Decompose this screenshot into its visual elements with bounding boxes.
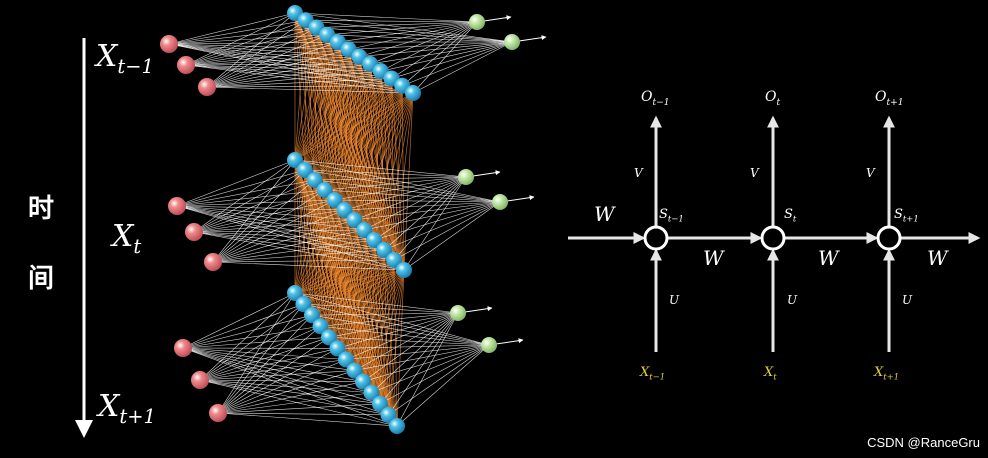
output-label-t: Ot: [765, 89, 781, 108]
weight-w-label-2: W: [703, 246, 724, 270]
layer-label-x-t: Xt: [112, 219, 142, 258]
hidden-node: [338, 351, 354, 368]
output-node: [481, 337, 497, 353]
time-axis-arrowhead: [75, 420, 93, 438]
time-label-char-1: 时: [28, 194, 55, 224]
output-node: [458, 169, 474, 185]
input-label-t-minus-1: Xt−1: [640, 365, 666, 382]
output-arrow: [483, 15, 512, 22]
input-node: [209, 404, 227, 422]
output-arrow: [472, 170, 501, 177]
output-label-t-plus-1: Ot+1: [875, 89, 904, 108]
weight-v-label-1: V: [634, 166, 643, 180]
hidden-node: [329, 340, 346, 357]
hidden-node: [405, 85, 421, 101]
input-label-t: Xt: [764, 365, 777, 382]
output-node: [469, 14, 485, 30]
output-node: [450, 305, 466, 321]
state-node-2: [760, 225, 786, 251]
input-label-t-plus-1: Xt+1: [874, 365, 900, 382]
input-node: [177, 56, 195, 74]
input-node: [174, 339, 192, 357]
input-node: [204, 253, 222, 271]
state-node-1: [643, 225, 669, 251]
hidden-node: [312, 318, 329, 335]
hidden-node: [366, 232, 383, 248]
weight-u-label-1: U: [669, 293, 680, 307]
feedforward-connections: [168, 12, 547, 427]
hidden-node: [306, 172, 323, 188]
weight-v-label-3: V: [866, 166, 875, 180]
input-node: [168, 197, 186, 215]
input-node: [185, 223, 203, 241]
hidden-node: [389, 418, 405, 434]
input-node: [160, 35, 178, 53]
layer-label-x-t-plus-1: Xt+1: [98, 389, 156, 428]
hidden-node: [380, 406, 397, 423]
weight-u-label-2: U: [787, 293, 798, 307]
watermark: CSDN @RanceGru: [867, 435, 980, 450]
output-node: [492, 194, 508, 210]
hidden-node: [396, 262, 412, 278]
weight-w-label-4: W: [927, 246, 948, 270]
output-node: [504, 34, 520, 50]
hidden-node: [304, 307, 320, 324]
hidden-node: [376, 242, 393, 258]
network-nodes: [160, 5, 520, 434]
output-label-t-minus-1: Ot−1: [641, 89, 670, 108]
hidden-node: [386, 252, 403, 268]
hidden-node: [346, 212, 363, 228]
hidden-node: [346, 362, 363, 379]
output-arrow: [495, 338, 524, 345]
hidden-node: [321, 329, 337, 346]
hidden-node: [372, 395, 388, 412]
hidden-node: [336, 202, 353, 218]
hidden-node: [287, 285, 303, 301]
output-arrow: [518, 35, 547, 42]
state-label-t: St: [784, 207, 797, 224]
state-label-t-plus-1: St+1: [894, 207, 919, 224]
output-arrow: [506, 195, 535, 202]
input-node: [191, 371, 209, 389]
hidden-node: [326, 192, 343, 208]
hidden-node: [316, 182, 333, 198]
weight-v-label-2: V: [750, 166, 759, 180]
state-label-t-minus-1: St−1: [659, 207, 684, 224]
hidden-node: [363, 384, 380, 401]
hidden-node: [295, 296, 312, 313]
weight-w-label-3: W: [818, 246, 839, 270]
output-arrow: [464, 306, 493, 313]
input-node: [198, 78, 216, 96]
hidden-node: [356, 222, 373, 238]
layer-label-x-t-minus-1: Xt−1: [96, 39, 154, 78]
state-node-3: [876, 225, 902, 251]
weight-w-label-1: W: [594, 202, 615, 226]
hidden-node: [287, 152, 303, 168]
hidden-node: [296, 162, 313, 178]
hidden-node: [355, 373, 371, 390]
time-label-char-2: 间: [28, 264, 55, 294]
weight-u-label-3: U: [902, 293, 913, 307]
